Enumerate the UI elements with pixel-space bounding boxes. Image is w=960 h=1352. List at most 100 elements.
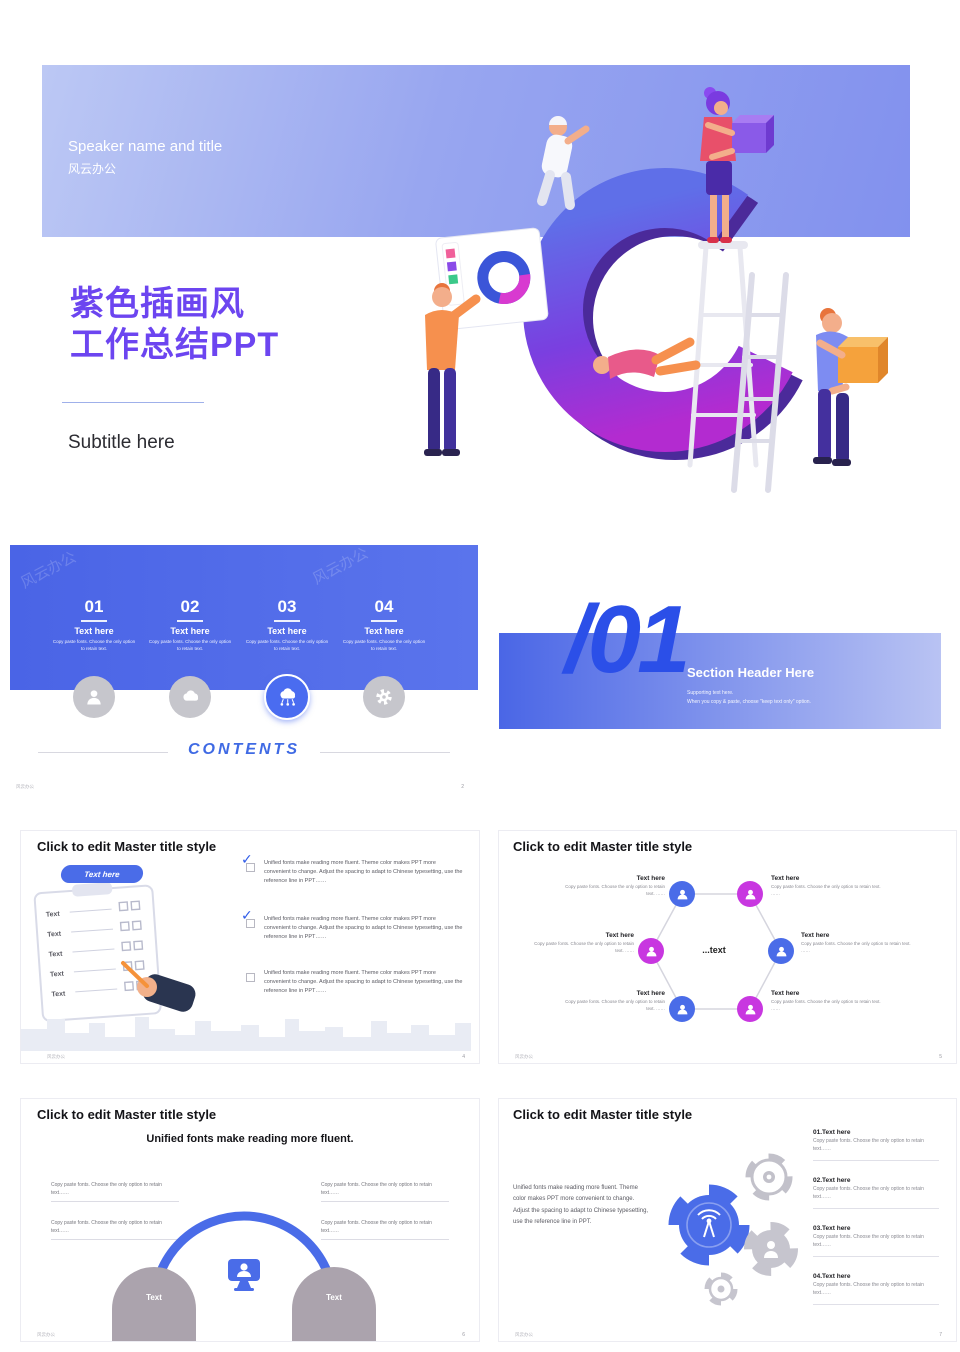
contents-right-line xyxy=(320,752,450,753)
gear-list-item-2: 02.Text here Copy paste fonts. Choose th… xyxy=(813,1177,939,1209)
node-label-6: Text here Copy paste fonts. Choose the o… xyxy=(771,990,881,1011)
item-number: 04 xyxy=(374,597,394,616)
item-number: 01 xyxy=(84,597,104,616)
contents-banner: 风云办公 风云办公 xyxy=(10,545,478,690)
pillar-label: Text xyxy=(146,1293,162,1302)
slide-hexagon-diagram: Click to edit Master title style ...text… xyxy=(498,830,957,1064)
diagram-node-6 xyxy=(737,996,763,1022)
person-desk-icon xyxy=(87,690,101,705)
slide-footer: 风云办公 xyxy=(37,1332,55,1337)
slide-arch-diagram: Click to edit Master title style Unified… xyxy=(20,1098,480,1342)
gears-paragraph: Unified fonts make reading more fluent. … xyxy=(513,1185,649,1226)
slide-subtitle: Unified fonts make reading more fluent. xyxy=(146,1133,354,1145)
item-rule xyxy=(274,620,300,622)
contents-icon-circle-2 xyxy=(169,676,211,718)
contents-icon-circle-4 xyxy=(363,676,405,718)
item-number: 03 xyxy=(277,597,297,616)
watermark: 风云办公 xyxy=(309,545,371,588)
item-rule xyxy=(81,620,107,622)
slide-title: Click to edit Master title style xyxy=(37,839,217,854)
checked-checkbox-icon: ✓ xyxy=(241,908,256,928)
contents-icon-circle-3 xyxy=(264,674,310,720)
clipboard-graphic: Text Text Text Text Text xyxy=(33,883,196,1022)
slide-footer: 风云办公 xyxy=(515,1054,533,1059)
diagram-node-3 xyxy=(638,938,664,964)
person-presenting xyxy=(424,283,481,456)
ladder xyxy=(731,272,789,493)
item-rule xyxy=(177,620,203,622)
contents-item-1: 01 Text here Copy paste fonts. Choose th… xyxy=(52,597,136,653)
ribbon-label: Text here xyxy=(60,865,144,883)
arch-pillar-2: Text xyxy=(292,1267,376,1341)
slide-title: Click to edit Master title style xyxy=(513,1107,693,1122)
cover-title: 紫色插画风 工作总结PPT xyxy=(70,284,279,366)
arch-pillar-1: Text xyxy=(112,1267,196,1341)
cover-title-line1: 紫色插画风 xyxy=(70,285,245,323)
item-label: Text here xyxy=(74,626,114,636)
slide-page-number: 7 xyxy=(939,1332,942,1338)
bullet-text: Unified fonts make reading more fluent. … xyxy=(264,916,463,940)
empty-checkbox-icon xyxy=(243,969,256,982)
contents-item-2: 02 Text here Copy paste fonts. Choose th… xyxy=(148,597,232,653)
slide-title: Click to edit Master title style xyxy=(513,839,693,854)
bullet-item-3: Unified fonts make reading more fluent. … xyxy=(243,969,465,995)
cloud-icon xyxy=(183,690,199,701)
slide-footer: 风云办公 xyxy=(16,784,34,789)
arch-text-block-2: Copy paste fonts. Choose the only option… xyxy=(51,1219,179,1240)
slide-cover: Speaker name and title 风云办公 xyxy=(0,0,960,540)
person-icon xyxy=(646,946,656,956)
monitor-person-icon xyxy=(228,1259,260,1291)
slide-checklist: Click to edit Master title style Text he… xyxy=(20,830,480,1064)
contents-heading: CONTENTS xyxy=(188,741,300,758)
bullet-text: Unified fonts make reading more fluent. … xyxy=(264,970,463,994)
slide-section-header: Section Header Here Supporting text here… xyxy=(495,545,952,793)
node-label-4: Text here Copy paste fonts. Choose the o… xyxy=(801,932,911,953)
person-with-purple-box xyxy=(700,87,774,243)
gears-illustration xyxy=(668,1153,798,1306)
arch-text-block-4: Copy paste fonts. Choose the only option… xyxy=(321,1219,449,1240)
item-desc: Copy paste fonts. Choose the only option… xyxy=(52,639,136,651)
slide-page-number: 2 xyxy=(461,784,464,790)
cloud-network-icon xyxy=(280,688,296,706)
slide-contents: 风云办公 风云办公 01 Text here Copy paste fonts.… xyxy=(10,545,478,793)
blue-gear xyxy=(668,1184,750,1266)
person-reclining xyxy=(593,337,701,379)
cover-divider xyxy=(62,402,204,403)
arch-text-block-3: Copy paste fonts. Choose the only option… xyxy=(321,1181,449,1202)
gray-gear-right xyxy=(744,1222,798,1276)
node-label-1: Text here Copy paste fonts. Choose the o… xyxy=(565,875,665,896)
slide-footer: 风云办公 xyxy=(515,1332,533,1337)
diagram-node-2 xyxy=(737,881,763,907)
contents-item-3: 03 Text here Copy paste fonts. Choose th… xyxy=(245,597,329,653)
diagram-center-label: ...text xyxy=(702,945,726,955)
arch-arc xyxy=(149,1211,339,1307)
pillar-label: Text xyxy=(326,1293,342,1302)
clipboard-row-label: Text xyxy=(51,991,66,999)
clipboard-illustration: Text here Text Text Text Text Text xyxy=(31,859,241,1029)
slide-title: Click to edit Master title style xyxy=(37,1107,217,1122)
person-with-orange-box xyxy=(813,308,888,466)
item-label: Text here xyxy=(267,626,307,636)
arch-text-block-1: Copy paste fonts. Choose the only option… xyxy=(51,1181,179,1202)
person-climbing xyxy=(537,116,590,210)
clipboard-row-label: Text xyxy=(47,931,62,939)
item-rule xyxy=(371,620,397,622)
outline-gear-top xyxy=(745,1153,793,1201)
node-label-5: Text here Copy paste fonts. Choose the o… xyxy=(565,990,665,1011)
gear-list-item-3: 03.Text here Copy paste fonts. Choose th… xyxy=(813,1225,939,1257)
diagram-node-1 xyxy=(669,881,695,907)
node-label-3: Text here Copy paste fonts. Choose the o… xyxy=(534,932,634,953)
clipboard-row-label: Text xyxy=(46,911,61,919)
slide-footer: 风云办公 xyxy=(47,1054,65,1059)
item-desc: Copy paste fonts. Choose the only option… xyxy=(342,639,426,651)
city-skyline xyxy=(21,1017,471,1051)
clipboard-row-label: Text xyxy=(50,971,65,979)
gear-icon xyxy=(376,689,392,705)
section-support-line1: Supporting text here. xyxy=(687,690,734,696)
contents-left-line xyxy=(38,752,168,753)
gear-list-item-1: 01.Text here Copy paste fonts. Choose th… xyxy=(813,1129,939,1161)
bullet-item-2: ✓ Unified fonts make reading more fluent… xyxy=(241,908,465,941)
checked-checkbox-icon: ✓ xyxy=(241,852,256,872)
section-supporting-text: Supporting text here. When you copy & pa… xyxy=(687,689,811,706)
